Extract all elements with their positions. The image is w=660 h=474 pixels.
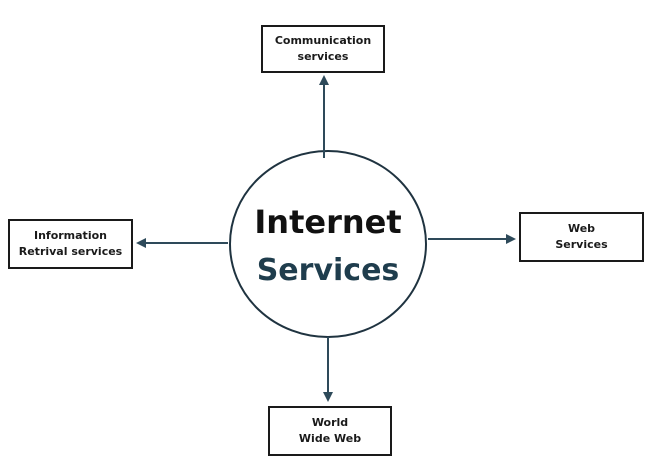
information-retrieval-label: Information Retrival services: [18, 229, 123, 258]
information-retrieval-box: Information Retrival services: [8, 219, 133, 269]
center-title-services: Services: [256, 253, 400, 288]
web-services-label: Web Services: [555, 222, 608, 251]
world-wide-web-box: World Wide Web: [268, 406, 392, 456]
center-circle: [229, 150, 427, 338]
communication-services-box: Communication services: [261, 25, 385, 73]
center-title-internet: Internet: [254, 203, 402, 241]
world-wide-web-label: World Wide Web: [298, 416, 362, 445]
communication-services-label: Communication services: [274, 34, 372, 63]
web-services-box: Web Services: [519, 212, 644, 262]
